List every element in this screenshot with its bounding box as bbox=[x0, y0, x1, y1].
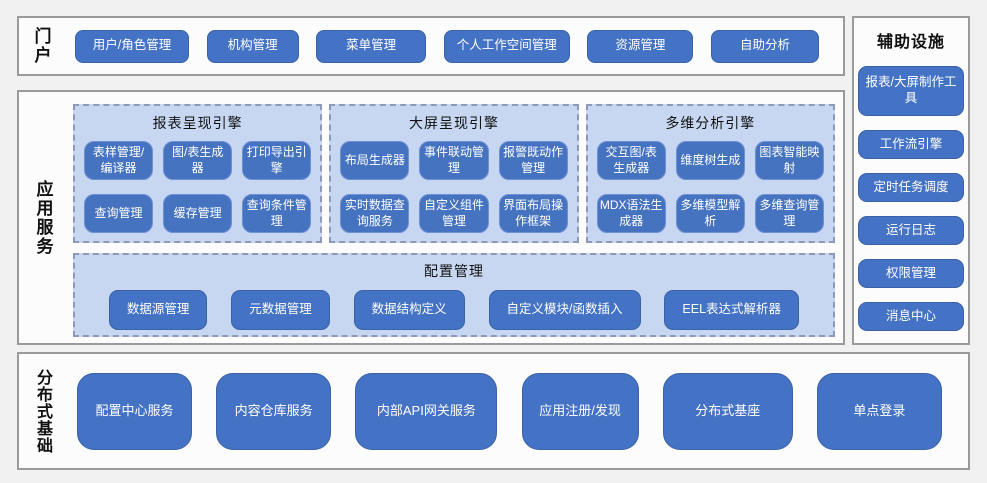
block-menu-management[interactable]: 菜单管理 bbox=[316, 29, 427, 63]
app-services-label: 应用服务 bbox=[33, 179, 53, 256]
block-permission-management[interactable]: 权限管理 bbox=[858, 259, 964, 288]
portal-section: 门户 用户/角色管理 机构管理 菜单管理 个人工作空间管理 资源管理 自助分析 bbox=[17, 16, 845, 76]
block-print-export-engine[interactable]: 打印导出引擎 bbox=[242, 141, 312, 181]
block-metadata-management[interactable]: 元数据管理 bbox=[231, 290, 330, 331]
block-eel-expression-parser[interactable]: EEL表达式解析器 bbox=[664, 290, 800, 331]
block-realtime-data-query-service[interactable]: 实时数据查询服务 bbox=[340, 194, 410, 234]
distributed-foundation-section: 分布式基础 配置中心服务 内容仓库服务 内部API网关服务 应用注册/发现 分布… bbox=[17, 352, 970, 470]
engine-row: 报表呈现引擎 表样管理/编译器 图/表生成器 打印导出引擎 查询管理 缓存管理 … bbox=[73, 104, 835, 244]
block-style-mgmt-compiler[interactable]: 表样管理/编译器 bbox=[84, 141, 154, 181]
block-run-log[interactable]: 运行日志 bbox=[858, 216, 964, 245]
app-services-content: 报表呈现引擎 表样管理/编译器 图/表生成器 打印导出引擎 查询管理 缓存管理 … bbox=[67, 92, 843, 343]
block-interactive-chart-generator[interactable]: 交互图/表生成器 bbox=[596, 141, 666, 181]
block-resource-management[interactable]: 资源管理 bbox=[587, 29, 694, 63]
block-ui-layout-framework[interactable]: 界面布局操作框架 bbox=[498, 194, 568, 234]
bigscreen-render-engine-panel: 大屏呈现引擎 布局生成器 事件联动管理 报警既动作管理 实时数据查询服务 自定义… bbox=[329, 104, 579, 244]
block-distributed-base[interactable]: 分布式基座 bbox=[662, 372, 793, 450]
block-workflow-engine[interactable]: 工作流引擎 bbox=[858, 130, 964, 159]
block-self-service-analysis[interactable]: 自助分析 bbox=[710, 29, 819, 63]
block-custom-component-management[interactable]: 自定义组件管理 bbox=[419, 194, 489, 234]
block-message-center[interactable]: 消息中心 bbox=[858, 302, 964, 331]
block-event-linkage-management[interactable]: 事件联动管理 bbox=[419, 141, 489, 181]
report-engine-grid: 表样管理/编译器 图/表生成器 打印导出引擎 查询管理 缓存管理 查询条件管理 bbox=[84, 141, 312, 234]
block-personal-workspace-management[interactable]: 个人工作空间管理 bbox=[443, 29, 570, 63]
bigscreen-render-engine-title: 大屏呈现引擎 bbox=[408, 115, 499, 131]
block-dimension-tree-generation[interactable]: 维度树生成 bbox=[675, 141, 745, 181]
block-app-register-discovery[interactable]: 应用注册/发现 bbox=[521, 372, 639, 450]
block-data-structure-definition[interactable]: 数据结构定义 bbox=[353, 290, 465, 331]
block-query-condition-management[interactable]: 查询条件管理 bbox=[242, 194, 312, 234]
block-org-management[interactable]: 机构管理 bbox=[206, 29, 299, 63]
config-row: 数据源管理 元数据管理 数据结构定义 自定义模块/函数插入 EEL表达式解析器 bbox=[85, 289, 823, 331]
config-management-title: 配置管理 bbox=[424, 263, 484, 280]
block-custom-module-function-insert[interactable]: 自定义模块/函数插入 bbox=[488, 290, 641, 331]
olap-engine-grid: 交互图/表生成器 维度树生成 图表智能映射 MDX语法生成器 多维模型解析 多维… bbox=[596, 141, 824, 234]
block-mdx-syntax-generator[interactable]: MDX语法生成器 bbox=[596, 194, 666, 234]
olap-engine-title: 多维分析引擎 bbox=[665, 115, 756, 131]
report-render-engine-title: 报表呈现引擎 bbox=[152, 115, 243, 131]
block-multidim-query-management[interactable]: 多维查询管理 bbox=[754, 194, 824, 234]
app-services-section: 应用服务 报表呈现引擎 表样管理/编译器 图/表生成器 打印导出引擎 查询管理 … bbox=[17, 90, 845, 345]
portal-label: 门户 bbox=[31, 27, 51, 65]
olap-engine-panel: 多维分析引擎 交互图/表生成器 维度树生成 图表智能映射 MDX语法生成器 多维… bbox=[585, 104, 835, 244]
auxiliary-facilities-title: 辅助设施 bbox=[876, 34, 945, 51]
block-multidim-model-parsing[interactable]: 多维模型解析 bbox=[675, 194, 745, 234]
auxiliary-facilities-section: 辅助设施 报表/大屏制作工具 工作流引擎 定时任务调度 运行日志 权限管理 消息… bbox=[852, 16, 970, 345]
portal-row: 用户/角色管理 机构管理 菜单管理 个人工作空间管理 资源管理 自助分析 bbox=[63, 29, 843, 63]
bigscreen-engine-grid: 布局生成器 事件联动管理 报警既动作管理 实时数据查询服务 自定义组件管理 界面… bbox=[340, 141, 568, 234]
block-content-repo-service[interactable]: 内容仓库服务 bbox=[216, 372, 332, 450]
block-query-management[interactable]: 查询管理 bbox=[84, 194, 154, 234]
block-alarm-action-management[interactable]: 报警既动作管理 bbox=[498, 141, 568, 181]
block-report-dashboard-tool[interactable]: 报表/大屏制作工具 bbox=[858, 66, 964, 116]
report-render-engine-panel: 报表呈现引擎 表样管理/编译器 图/表生成器 打印导出引擎 查询管理 缓存管理 … bbox=[73, 104, 323, 244]
block-user-role-management[interactable]: 用户/角色管理 bbox=[75, 29, 189, 63]
distributed-foundation-label: 分布式基础 bbox=[34, 368, 51, 454]
block-timer-task-scheduler[interactable]: 定时任务调度 bbox=[858, 173, 964, 202]
block-chart-table-generator[interactable]: 图/表生成器 bbox=[163, 141, 233, 181]
distributed-row: 配置中心服务 内容仓库服务 内部API网关服务 应用注册/发现 分布式基座 单点… bbox=[65, 372, 968, 450]
block-single-sign-on[interactable]: 单点登录 bbox=[816, 372, 942, 450]
block-layout-generator[interactable]: 布局生成器 bbox=[340, 141, 410, 181]
block-chart-smart-mapping[interactable]: 图表智能映射 bbox=[754, 141, 824, 181]
config-management-panel: 配置管理 数据源管理 元数据管理 数据结构定义 自定义模块/函数插入 EEL表达… bbox=[73, 253, 835, 337]
block-config-center-service[interactable]: 配置中心服务 bbox=[77, 372, 192, 450]
block-internal-api-gateway-service[interactable]: 内部API网关服务 bbox=[355, 372, 498, 450]
block-cache-management[interactable]: 缓存管理 bbox=[163, 194, 233, 234]
block-datasource-management[interactable]: 数据源管理 bbox=[108, 290, 208, 331]
